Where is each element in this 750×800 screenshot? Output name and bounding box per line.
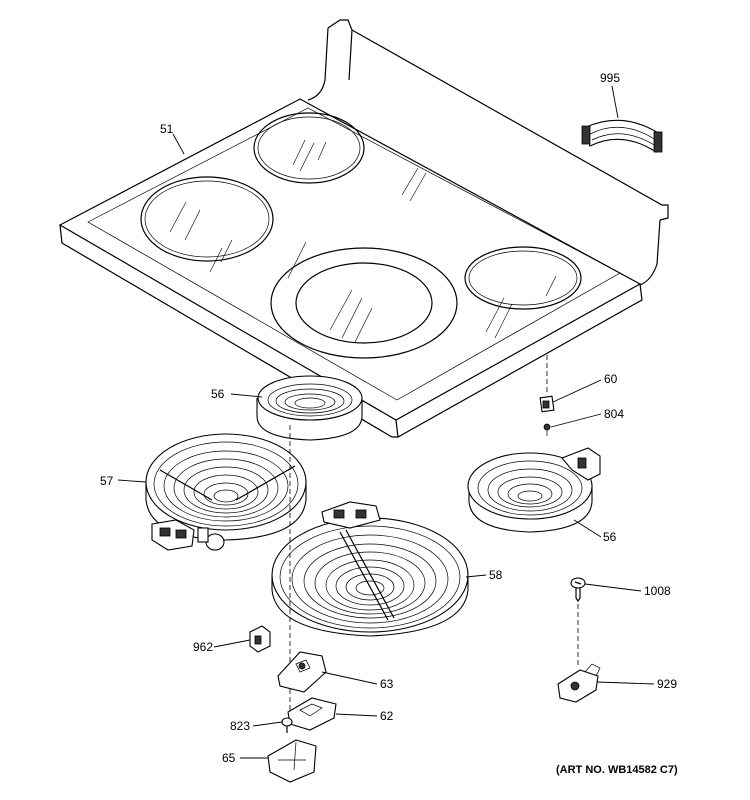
label-823: 823 [230, 719, 250, 733]
radiant-element-58 [271, 501, 469, 637]
clip-60 [539, 395, 555, 413]
bracket-63 [277, 651, 327, 693]
label-56-upper: 56 [211, 387, 225, 401]
screw-823 [281, 717, 293, 733]
wire-harness-995 [581, 119, 663, 153]
leader-lines [117, 85, 655, 759]
label-1008: 1008 [644, 584, 671, 598]
bracket-65 [267, 739, 317, 783]
part-labels: 51 995 60 804 56 57 56 58 1008 962 63 92… [100, 71, 678, 776]
bracket-62 [287, 697, 337, 731]
label-962: 962 [193, 640, 213, 654]
label-57: 57 [100, 474, 114, 488]
glass-reflection-lines [169, 139, 557, 343]
art-number: (ART NO. WB14582 C7) [556, 764, 678, 776]
label-804: 804 [604, 407, 624, 421]
label-58: 58 [489, 568, 503, 582]
label-51: 51 [160, 122, 174, 136]
label-56-right: 56 [603, 530, 617, 544]
radiant-element-57 [145, 433, 307, 551]
label-995: 995 [600, 71, 620, 85]
screw-1008 [570, 577, 586, 603]
bracket-929 [557, 663, 601, 703]
label-65: 65 [222, 751, 236, 765]
clip-962 [249, 625, 271, 653]
label-60: 60 [604, 372, 618, 386]
radiant-element-56-right [467, 447, 601, 533]
cooktop-glass-51 [58, 19, 669, 438]
label-929: 929 [657, 677, 677, 691]
radiant-element-56-upper [256, 375, 363, 441]
label-63: 63 [380, 677, 394, 691]
screw-804 [543, 423, 551, 436]
label-62: 62 [380, 709, 394, 723]
